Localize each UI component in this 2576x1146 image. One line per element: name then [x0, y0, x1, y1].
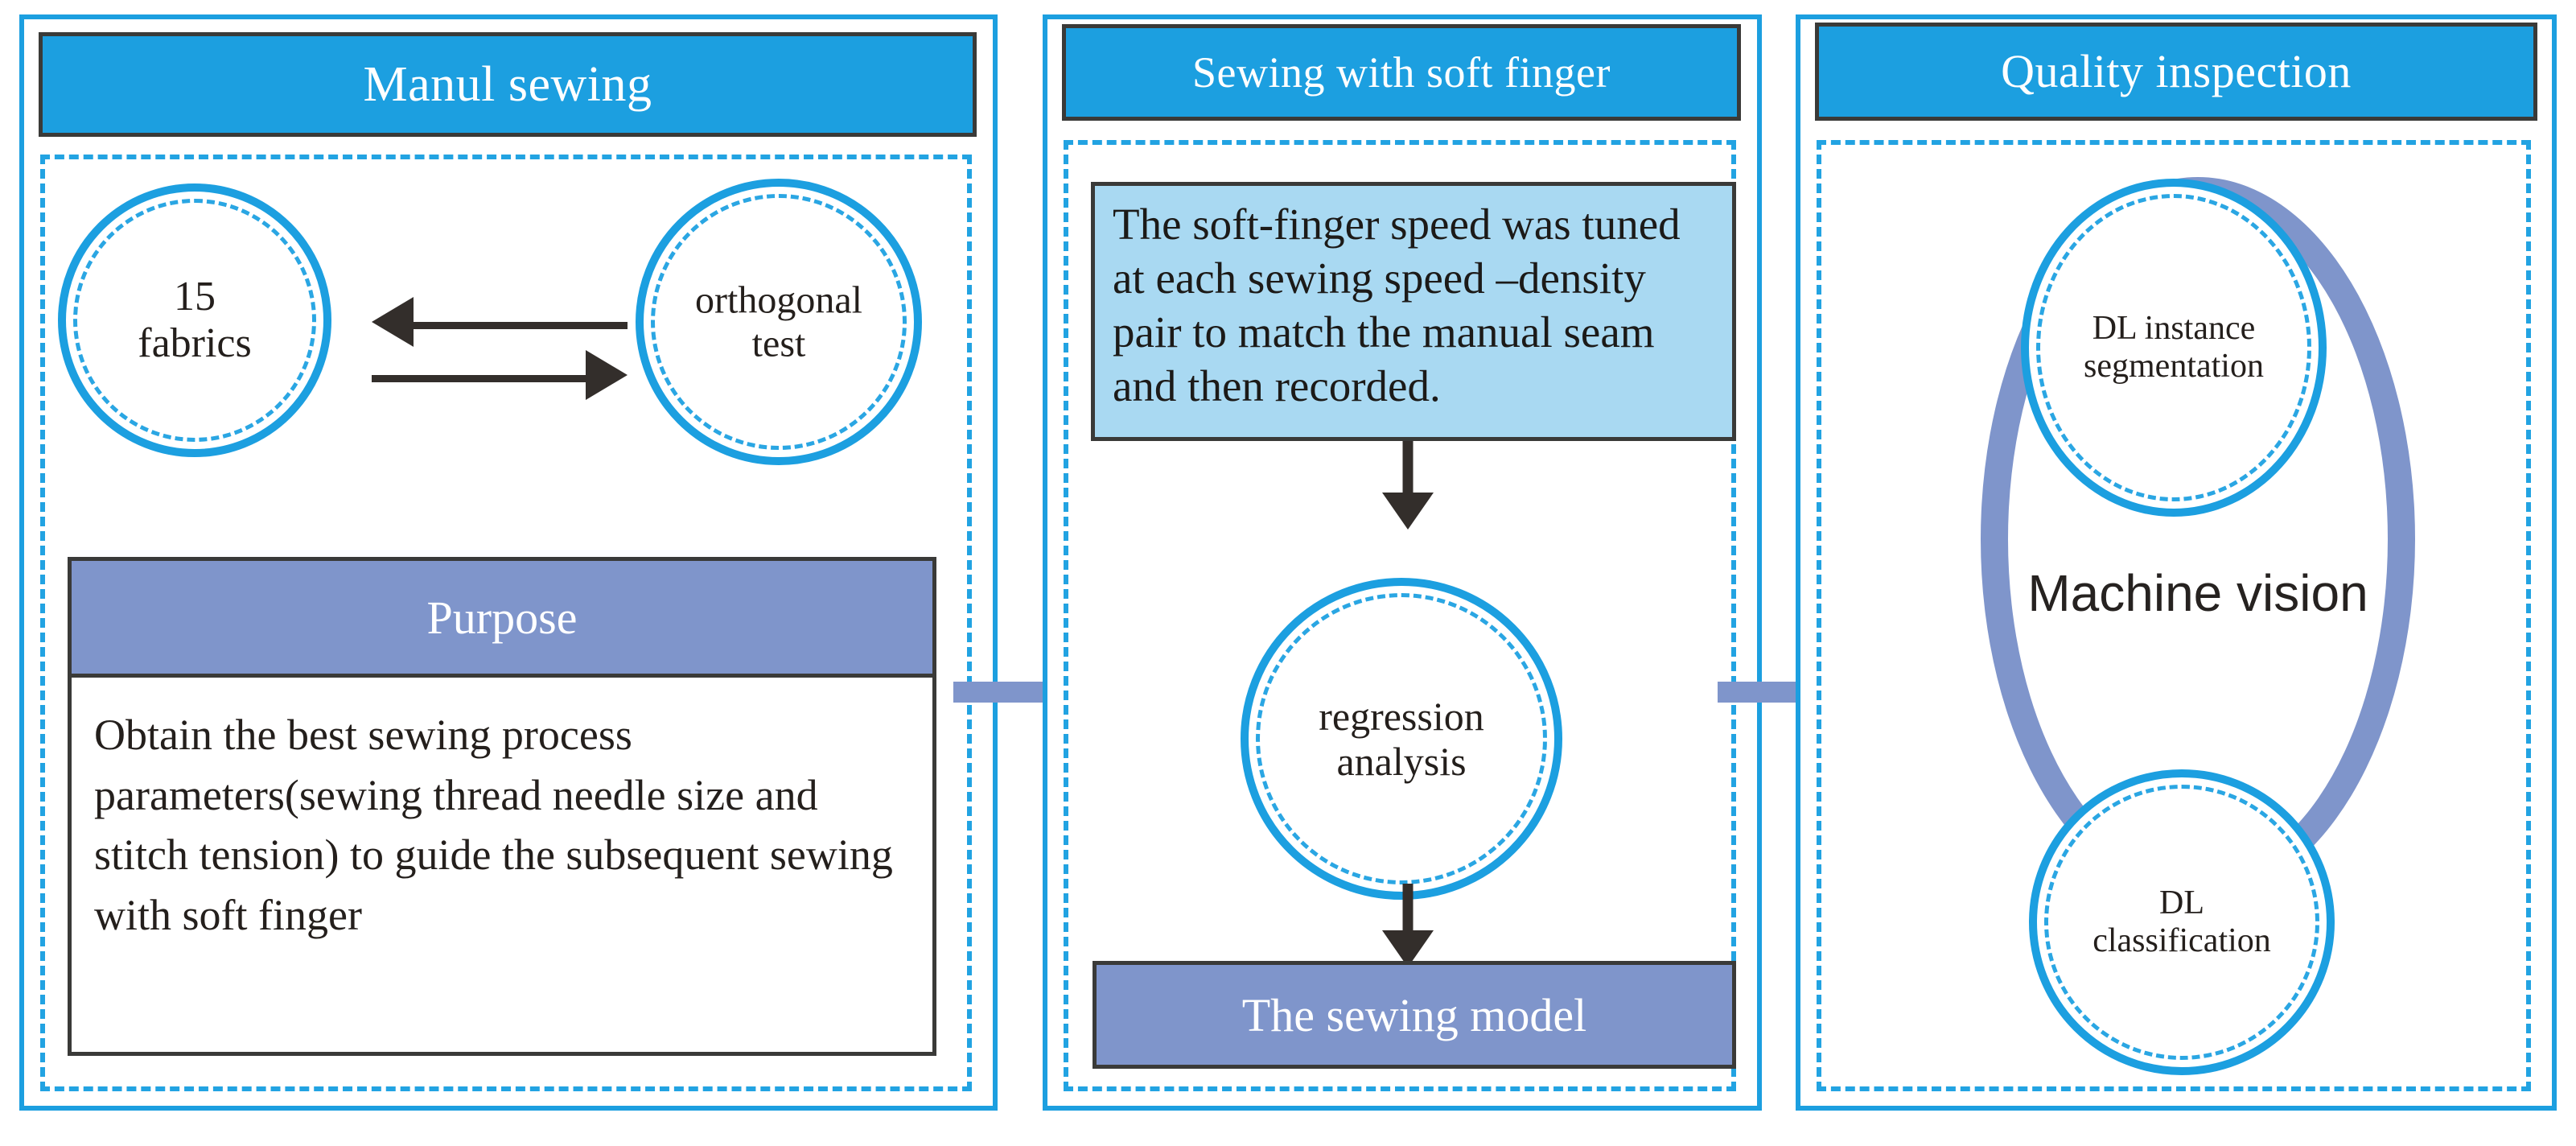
node-dl-instance-segmentation-dashed-ring	[2036, 194, 2311, 501]
node-15-fabrics-line1: 15	[174, 273, 216, 319]
panel-quality-inspection-header: Quality inspection	[1815, 23, 2537, 121]
arrow-right-shaft	[372, 375, 589, 382]
node-dl-instance-segmentation[interactable]: DL instance segmentation	[2021, 179, 2327, 517]
node-regression-analysis-line1: regression	[1319, 694, 1484, 739]
arrow-down-2-shaft	[1402, 884, 1414, 934]
node-dl-classification-line1: DL	[2159, 884, 2204, 921]
node-orthogonal-test-line2: test	[751, 322, 806, 365]
panel-sewing-soft-finger-header-label: Sewing with soft finger	[1192, 48, 1611, 97]
sewing-model-label: The sewing model	[1241, 988, 1587, 1041]
node-dl-instance-segmentation-line2: segmentation	[2084, 348, 2264, 385]
node-regression-analysis-line2: analysis	[1336, 739, 1467, 784]
node-dl-classification-dashed-ring	[2044, 785, 2319, 1060]
machine-vision-label: Machine vision	[1981, 563, 2415, 623]
purpose-body-box: Obtain the best sewing process parameter…	[68, 678, 936, 1056]
node-15-fabrics-line2: fabrics	[138, 320, 252, 366]
panel-sewing-soft-finger-header: Sewing with soft finger	[1062, 24, 1741, 121]
node-15-fabrics-label: 15 fabrics	[81, 274, 308, 367]
node-regression-analysis[interactable]: regression analysis	[1241, 578, 1562, 900]
connector-1-shaft	[953, 682, 1048, 703]
node-orthogonal-test-line1: orthogonal	[695, 278, 862, 322]
panel-manual-sewing-header: Manul sewing	[39, 32, 977, 137]
node-orthogonal-test[interactable]: orthogonal test	[636, 179, 922, 465]
soft-finger-statement-text: The soft-finger speed was tuned at each …	[1113, 200, 1681, 411]
node-orthogonal-test-label: orthogonal test	[660, 278, 898, 365]
purpose-title-bar: Purpose	[68, 557, 936, 678]
node-dl-classification[interactable]: DL classification	[2029, 769, 2335, 1075]
sewing-model-box: The sewing model	[1093, 961, 1736, 1069]
node-dl-instance-segmentation-line1: DL instance	[2092, 309, 2256, 347]
node-orthogonal-test-dashed-ring	[651, 194, 907, 450]
arrow-right-head-icon	[586, 350, 628, 400]
node-regression-analysis-dashed-ring	[1256, 593, 1547, 884]
arrow-regression-to-model	[1376, 884, 1440, 972]
soft-finger-statement-box: The soft-finger speed was tuned at each …	[1091, 182, 1736, 441]
arrow-down-1-shaft	[1402, 441, 1414, 496]
panel-manual-sewing-header-label: Manul sewing	[363, 57, 652, 112]
node-dl-classification-label: DL classification	[2055, 884, 2310, 960]
node-dl-instance-segmentation-label: DL instance segmentation	[2047, 310, 2302, 385]
arrow-down-1-head-icon	[1382, 493, 1434, 530]
purpose-title-label: Purpose	[426, 591, 578, 644]
arrow-left-shaft	[410, 322, 628, 329]
node-15-fabrics-dashed-ring	[73, 199, 316, 442]
panel-quality-inspection-header-label: Quality inspection	[2001, 45, 2352, 97]
node-dl-classification-line2: classification	[2092, 922, 2271, 959]
purpose-body-text: Obtain the best sewing process parameter…	[94, 711, 893, 939]
node-15-fabrics[interactable]: 15 fabrics	[58, 183, 331, 457]
machine-vision-label-text: Machine vision	[2027, 564, 2368, 622]
node-regression-analysis-label: regression analysis	[1267, 694, 1536, 784]
arrow-statement-to-regression	[1376, 441, 1440, 530]
arrow-left-head-icon	[372, 297, 414, 347]
